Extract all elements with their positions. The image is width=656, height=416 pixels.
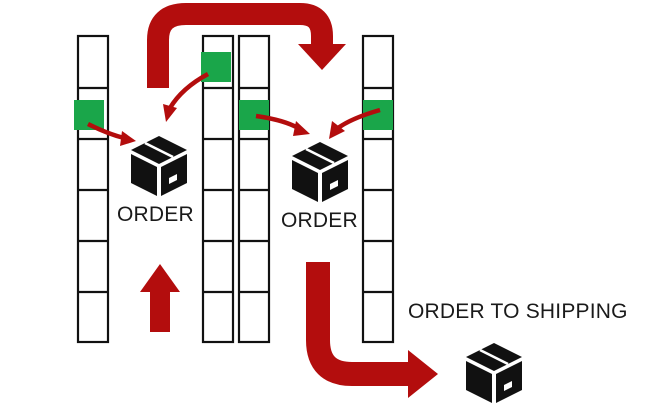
package-icon [290, 140, 350, 204]
rack-1 [76, 34, 110, 344]
up-arrow [140, 264, 180, 332]
rack-3 [237, 34, 271, 344]
rack-4 [361, 34, 395, 344]
highlighted-slot-rack-3 [239, 100, 269, 130]
order-label-left: ORDER [117, 203, 194, 226]
package-icon [129, 134, 189, 198]
order-label-middle: ORDER [281, 209, 358, 232]
pick-arrow-4 [329, 107, 381, 139]
rack-2 [201, 34, 235, 344]
order-to-shipping-label: ORDER TO SHIPPING [408, 300, 628, 323]
pick-arrow-1 [86, 121, 136, 146]
shipping-arrow [306, 262, 438, 398]
pick-arrow-2 [163, 72, 210, 122]
pick-arrow-3 [255, 113, 310, 136]
transfer-arrow-top [147, 3, 346, 88]
package-icon [464, 341, 524, 405]
